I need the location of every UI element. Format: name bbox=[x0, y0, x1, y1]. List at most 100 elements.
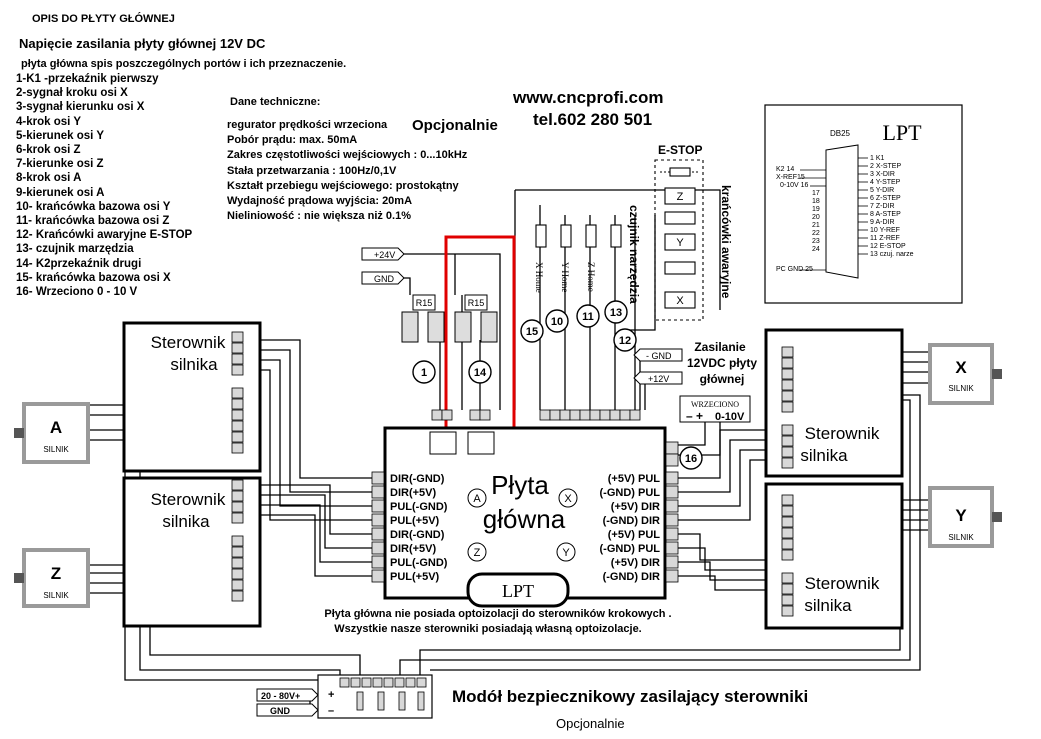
spindle-tag: WRZECIONO – + 0-10V bbox=[679, 395, 751, 423]
relay-k1: R15 1 bbox=[401, 294, 445, 384]
driver-label-1: Sterownik bbox=[805, 574, 880, 593]
motor-letter: Z bbox=[51, 564, 61, 583]
relay-label: R15 bbox=[468, 298, 485, 308]
lpt-left-pin: PC GND 25 bbox=[776, 266, 813, 273]
port-number: 10 bbox=[551, 316, 563, 328]
tech-item: Kształt przebiegu wejściowego: prostokąt… bbox=[227, 179, 459, 192]
legend-item: 10- krańcówka bazowa osi Y bbox=[16, 200, 171, 213]
legend-item: 14- K2przekaźnik drugi bbox=[16, 257, 142, 270]
tech-item: Stała przetwarzania : 100Hz/0,1V bbox=[227, 164, 397, 177]
legend-item: 9-kierunek osi A bbox=[16, 186, 105, 199]
relay-number: 14 bbox=[474, 367, 487, 379]
note-line-1: Płyta główna nie posiada optoizolacji do… bbox=[324, 608, 671, 620]
board-pin-x: (+5V) PUL bbox=[608, 473, 661, 485]
estop-label: E-STOP bbox=[658, 143, 703, 157]
board-pin-x: (-GND) PUL bbox=[600, 487, 661, 499]
driver-label-1: Sterownik bbox=[805, 424, 880, 443]
estop-letter-z: Z bbox=[677, 191, 684, 203]
port-number: 16 bbox=[685, 453, 697, 465]
board-title-2: główna bbox=[483, 504, 566, 534]
lpt-left-pin: 18 bbox=[812, 198, 820, 205]
relay-modules: R15 1 R15 14 bbox=[401, 294, 498, 384]
board-axis-z: Z bbox=[474, 547, 481, 559]
board-pin-y: (+5V) DIR bbox=[611, 557, 660, 569]
driver-label-2: silnika bbox=[170, 355, 218, 374]
relay-k2: R15 14 bbox=[454, 294, 498, 384]
lpt-right-pin: 7 Z-DIR bbox=[870, 203, 895, 210]
motor-y: Y SILNIK bbox=[928, 486, 1002, 548]
board-pin-a: PUL(+5V) bbox=[390, 515, 440, 527]
gnd-label: GND bbox=[374, 274, 395, 284]
main-board: Płyta główna LPT A Z X Y DIR(-GND) DIR(+… bbox=[371, 426, 679, 608]
motor-label: SILNIK bbox=[948, 533, 974, 542]
board-pin-a: DIR(+5V) bbox=[390, 487, 436, 499]
tech-item: Wydajność prądowa wyjścia: 20mA bbox=[227, 195, 413, 208]
lpt-left-pin: 0-10V 16 bbox=[780, 182, 809, 189]
lpt-left-pin: 24 bbox=[812, 246, 820, 253]
tech-spec-list: regurator prędkości wrzeciona Pobór prąd… bbox=[227, 118, 467, 224]
legend-title: OPIS DO PŁYTY GŁÓWNEJ bbox=[32, 13, 175, 25]
lpt-right-pin: 10 Y-REF bbox=[870, 227, 900, 234]
estop-switch bbox=[664, 261, 696, 275]
legend-item: 8-krok osi A bbox=[16, 172, 82, 185]
tech-item: regurator prędkości wrzeciona bbox=[227, 119, 388, 131]
estop-switch bbox=[664, 211, 696, 225]
db25-label: DB25 bbox=[830, 129, 851, 138]
fuse-module-title: Modół bezpiecznikowy zasilający sterowni… bbox=[452, 687, 808, 706]
legend-description: płyta główna spis poszczególnych portów … bbox=[21, 58, 347, 70]
motor-label: SILNIK bbox=[43, 591, 69, 600]
estop-switch-z: Z bbox=[664, 187, 696, 205]
fuse-module: 20 - 80V+ GND + – bbox=[256, 674, 433, 719]
legend-item: 16- Wrzeciono 0 - 10 V bbox=[16, 286, 138, 299]
port-number: 11 bbox=[582, 311, 594, 323]
spindle-signs: – + bbox=[686, 409, 703, 423]
note-line-2: Wszystkie nasze sterowniki posiadają wła… bbox=[334, 623, 642, 635]
driver-y: Sterownik silnika bbox=[764, 482, 904, 630]
driver-label-2: silnika bbox=[800, 446, 848, 465]
legend-item: 1-K1 -przekaźnik pierwszy bbox=[16, 73, 159, 85]
relay-label: R15 bbox=[416, 298, 433, 308]
board-lpt-label: LPT bbox=[502, 581, 534, 601]
port-number: 12 bbox=[619, 335, 631, 347]
driver-label-2: silnika bbox=[162, 512, 210, 531]
board-pin-x: (+5V) DIR bbox=[611, 501, 660, 513]
legend-item: 5-kierunek osi Y bbox=[16, 129, 104, 142]
board-pin-z: PUL(+5V) bbox=[390, 571, 440, 583]
fuse-gnd-label: GND bbox=[270, 706, 291, 716]
legend-item: 15- krańcówka bazowa osi X bbox=[16, 271, 171, 284]
lpt-right-pin: 4 Y-STEP bbox=[870, 179, 901, 186]
power-tags: +24V GND - GND +12V bbox=[361, 247, 683, 385]
lpt-right-pin: 1 K1 bbox=[870, 155, 885, 162]
lpt-pin-marks: K2 14 X-REF15 0-10V 16 17 18 19 20 21 22… bbox=[776, 155, 914, 273]
estop-side-label: krańcówki awaryjne bbox=[719, 185, 733, 299]
lpt-left-pin: K2 14 bbox=[776, 166, 794, 173]
estop-letter-x: X bbox=[676, 295, 684, 307]
spindle-optional-label: Opcjonalnie bbox=[412, 117, 498, 134]
tech-item: Pobór prądu: max. 50mA bbox=[227, 134, 358, 147]
board-title-1: Płyta bbox=[491, 470, 549, 500]
tech-title: Dane techniczne: bbox=[230, 96, 321, 108]
driver-label-1: Sterownik bbox=[151, 490, 226, 509]
supply-label-3: głównej bbox=[700, 372, 745, 386]
home-label-z: Z Home bbox=[586, 262, 596, 292]
board-pin-y: (-GND) DIR bbox=[603, 571, 660, 583]
fuse-minus-sign: – bbox=[328, 705, 334, 717]
port-number-circles: 15 10 11 13 12 16 bbox=[520, 300, 703, 470]
board-pin-z: PUL(-GND) bbox=[390, 557, 448, 569]
board-axis-a: A bbox=[473, 493, 481, 505]
lpt-left-pin: 19 bbox=[812, 206, 820, 213]
estop-switches: Z Y X bbox=[654, 159, 704, 321]
lpt-right-pin: 9 A-DIR bbox=[870, 219, 895, 226]
estop-switch-y: Y bbox=[664, 233, 696, 251]
legend-item: 4-krok osi Y bbox=[16, 115, 81, 128]
board-pin-x: (-GND) DIR bbox=[603, 515, 660, 527]
motor-drivers: Sterownik silnika Sterownik silnika bbox=[122, 321, 904, 630]
plus24-label: +24V bbox=[374, 250, 395, 260]
motor-label: SILNIK bbox=[43, 445, 69, 454]
legend-item: 13- czujnik marzędzia bbox=[16, 243, 134, 256]
home-label-y: Y Home bbox=[560, 262, 570, 292]
tool-sensor-label: czujnik narzędzia bbox=[627, 205, 641, 304]
plus12-label: +12V bbox=[648, 374, 669, 384]
motor-letter: Y bbox=[955, 506, 967, 525]
legend-item: 6-krok osi Z bbox=[16, 144, 81, 157]
